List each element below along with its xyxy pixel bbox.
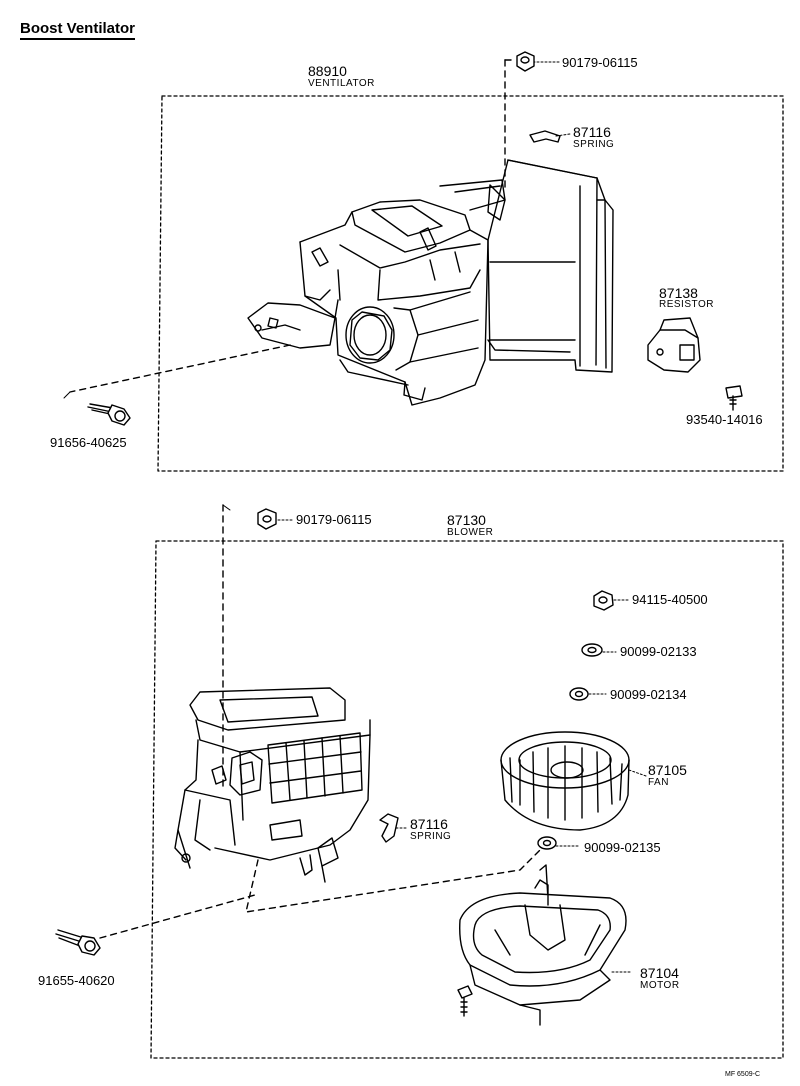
nut-top-icon [516, 51, 535, 72]
part-nut-blower: 90179-06115 [296, 512, 372, 527]
bolt-top-icon [87, 403, 131, 426]
part-spring-blower-number: 87116 [410, 816, 448, 832]
ventilator-group-box [157, 95, 784, 472]
motor-bolt-icon [457, 985, 473, 1017]
part-resistor-number: 87138 [659, 285, 698, 301]
nut-94115-icon [593, 590, 629, 611]
fan-icon [500, 731, 647, 831]
washer-1-icon [581, 643, 617, 657]
leader-bolt-bottom-2 [99, 894, 256, 939]
section-blower-number: 87130 [447, 512, 486, 528]
section-ventilator-number: 88910 [308, 63, 347, 79]
part-motor-name: MOTOR [640, 980, 680, 991]
part-nut-top: 90179-06115 [562, 55, 638, 70]
leader-bolt-top [69, 344, 291, 393]
part-spring-top-number: 87116 [573, 124, 611, 140]
washer-3-icon [537, 836, 581, 850]
washer-2-icon [569, 687, 607, 701]
part-bolt-top: 91656-40625 [50, 435, 127, 450]
part-fan-number: 87105 [648, 762, 687, 778]
part-washer-3: 90099-02135 [584, 840, 661, 855]
spring-blower-icon [379, 813, 407, 843]
ventilator-housing [247, 159, 614, 406]
part-nut-94115: 94115-40500 [632, 592, 708, 607]
section-blower-name: BLOWER [447, 527, 494, 538]
resistor-icon [647, 317, 701, 373]
screw-resistor-icon [725, 385, 743, 411]
part-fan-name: FAN [648, 777, 669, 788]
section-ventilator-name: VENTILATOR [308, 78, 375, 89]
part-bolt-bottom: 91655-40620 [38, 973, 115, 988]
part-washer-2: 90099-02134 [610, 687, 687, 702]
nut-blower-icon [257, 508, 277, 530]
spring-top-icon [529, 130, 571, 143]
blower-group-box [150, 540, 784, 1059]
page-title: Boost Ventilator [20, 20, 136, 40]
bolt-bottom-icon [55, 929, 101, 956]
part-resistor-name: RESISTOR [659, 299, 714, 310]
blower-housing [174, 687, 371, 883]
part-screw-resistor: 93540-14016 [686, 412, 763, 427]
part-spring-blower-name: SPRING [410, 831, 452, 842]
figure-code: MF 6509-C [724, 1071, 760, 1078]
part-washer-1: 90099-02133 [620, 644, 697, 659]
part-motor-number: 87104 [640, 965, 679, 981]
part-spring-top-name: SPRING [573, 139, 615, 150]
motor-icon [459, 864, 633, 1026]
leader-bolt-bottom [245, 849, 541, 913]
